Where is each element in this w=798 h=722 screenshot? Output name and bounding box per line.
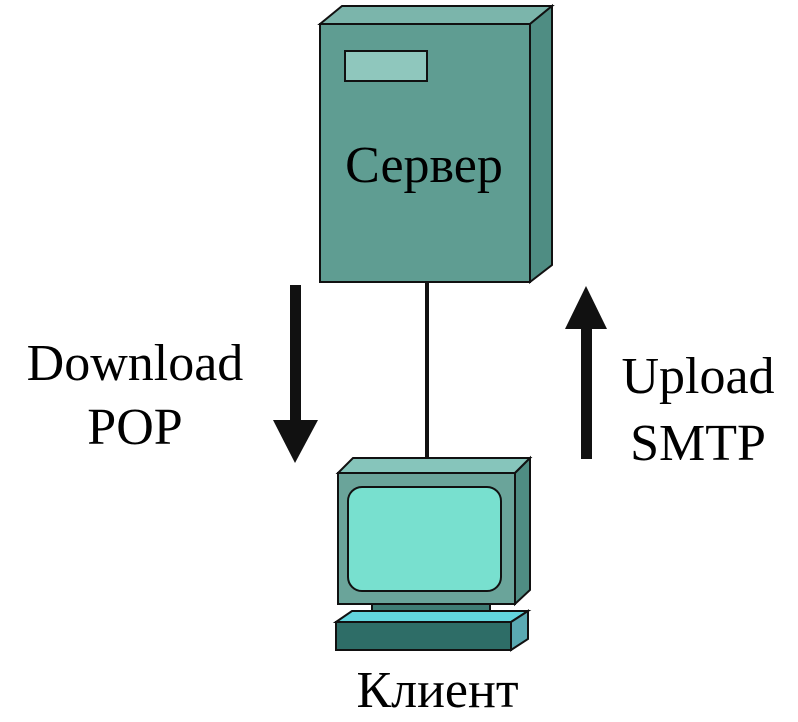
download-arrow [273, 285, 318, 463]
client-computer [332, 455, 533, 652]
download-label-line2: POP [87, 399, 183, 456]
monitor-top-face [335, 457, 533, 474]
server-label: Сервер [345, 137, 503, 194]
monitor-base-top [332, 610, 532, 623]
upload-arrow [565, 286, 607, 459]
upload-arrow-head [565, 286, 607, 329]
download-arrow-shaft [290, 285, 301, 425]
monitor-side-face [514, 455, 531, 607]
server-node [317, 3, 555, 285]
download-arrow-head [273, 420, 318, 463]
client-label: Клиент [356, 662, 519, 719]
upload-arrow-shaft [581, 327, 592, 459]
server-top-face [317, 5, 555, 25]
upload-label-line2: SMTP [630, 415, 766, 472]
monitor-base-front [335, 621, 512, 651]
server-side-face [529, 3, 553, 285]
upload-label-line1: Upload [621, 348, 775, 405]
download-label-line1: Download [26, 335, 244, 392]
monitor-screen [347, 486, 502, 592]
server-drive-slot [344, 50, 428, 82]
